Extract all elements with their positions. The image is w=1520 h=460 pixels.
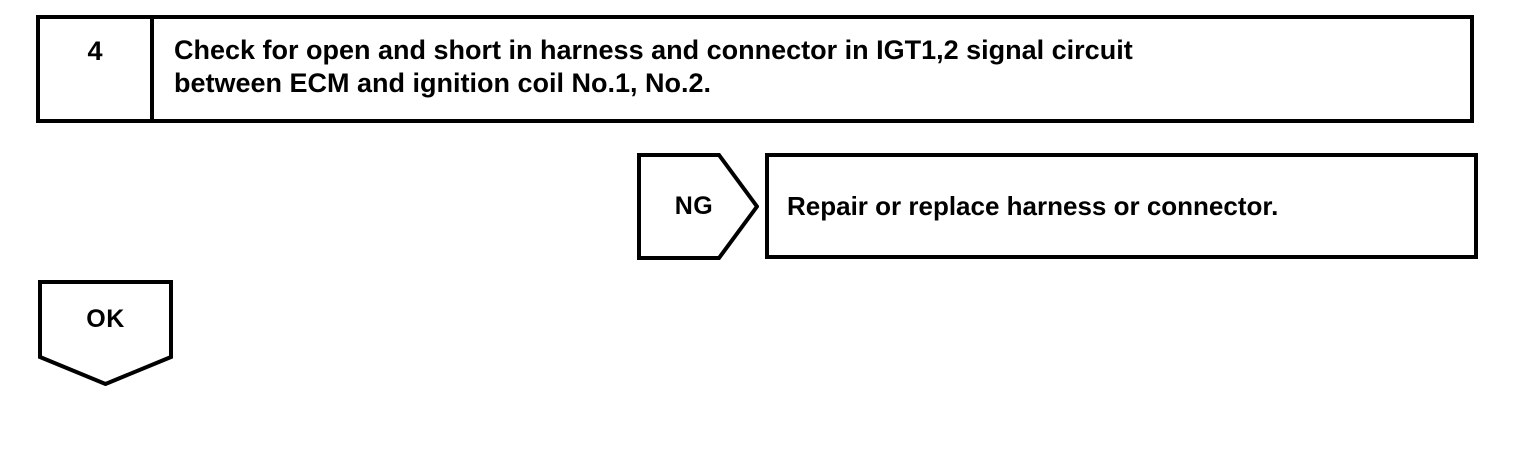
step-instruction: Check for open and short in harness and … xyxy=(154,19,1470,119)
ng-action-box: Repair or replace harness or connector. xyxy=(765,153,1478,259)
ng-connector: NG xyxy=(637,153,759,260)
step-number: 4 xyxy=(40,19,154,119)
ng-action-text: Repair or replace harness or connector. xyxy=(787,190,1279,221)
ok-pentagon-icon xyxy=(38,280,173,386)
step-instruction-line-1: Check for open and short in harness and … xyxy=(174,35,1133,65)
ok-label: OK xyxy=(86,304,125,333)
step-box: 4 Check for open and short in harness an… xyxy=(36,15,1474,123)
ng-label: NG xyxy=(674,192,714,220)
ok-connector: OK xyxy=(38,280,173,386)
step-instruction-line-2: between ECM and ignition coil No.1, No.2… xyxy=(174,68,712,98)
ng-pentagon-icon xyxy=(637,153,759,260)
